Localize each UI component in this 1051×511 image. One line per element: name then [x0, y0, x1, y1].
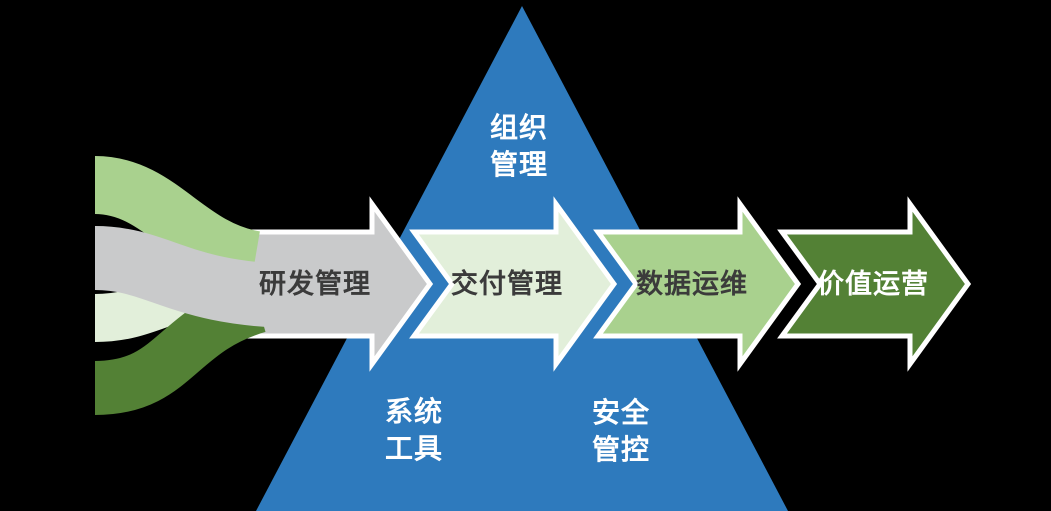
- arrow-label-rd-management: 研发管理: [259, 269, 371, 300]
- arrow-data-operations-shape: [593, 196, 802, 372]
- gray-stream-ribbon: [94, 226, 301, 328]
- arrow-value-operations-shape: [777, 196, 972, 372]
- light-green-stream-ribbon: [93, 156, 262, 289]
- pyramid-label-organization-management: 组织 管理: [489, 112, 549, 180]
- arrow-label-value-operations: 价值运营: [817, 269, 929, 300]
- pyramid-label-security-control: 安全 管控: [591, 397, 651, 465]
- pyramid-label-system-tools: 系统 工具: [384, 396, 444, 464]
- arrow-label-data-operations: 数据运维: [636, 269, 748, 300]
- arrow-label-delivery-management: 交付管理: [451, 269, 563, 300]
- arrow-delivery-management-shape: [409, 196, 618, 372]
